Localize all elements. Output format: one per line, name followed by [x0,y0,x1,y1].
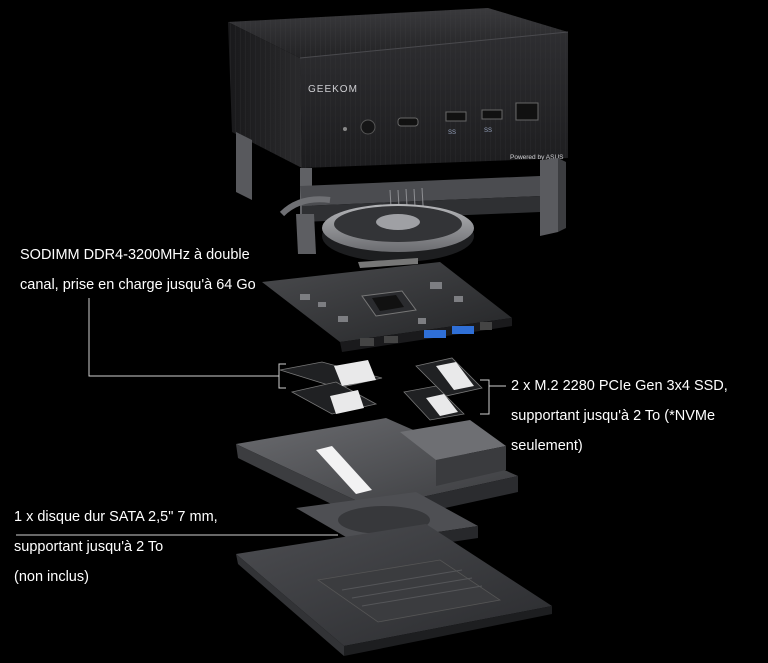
sata-spec-label: 1 x disque dur SATA 2,5" 7 mm, supportan… [14,502,218,592]
ram-spec-label: SODIMM DDR4-3200MHz à double canal, pris… [20,240,256,300]
ssd-modules [403,357,483,421]
usb-c-port [397,117,419,127]
usb-port-label-1: SS [448,130,456,136]
ram-spec-line-1: SODIMM DDR4-3200MHz à double [20,247,250,263]
rear-usb-blue-2 [452,326,474,334]
sata-spec-line-1: 1 x disque dur SATA 2,5" 7 mm, [14,509,218,525]
base-plate [236,524,552,656]
ram-callout-line [88,298,279,377]
sd-card-slot [515,102,539,121]
usb-a-port-2 [481,109,503,120]
motherboard [262,262,512,352]
usb-port-label-2: SS [484,128,492,134]
callout-lines [16,298,506,536]
ssd-spec-line-1: 2 x M.2 2280 PCIe Gen 3x4 SSD, [511,378,728,394]
top-chassis: SS SS GEEKOM Powered by ASUS [228,8,569,252]
ram-spec-line-2: canal, prise en charge jusqu'à 64 Go [20,277,256,293]
sata-spec-line-2: supportant jusqu'à 2 To [14,539,164,555]
brand-logo: GEEKOM [308,84,358,95]
ram-callout-bracket [278,363,286,389]
ssd-callout-bracket [480,379,490,415]
ssd-spec-line-3: seulement) [511,438,583,454]
power-led [343,127,347,131]
ram-modules [279,360,383,415]
ssd-spec-line-2: supportant jusqu'à 2 To (*NVMe [511,408,716,424]
rear-usb-blue-1 [424,330,446,338]
powered-by-label: Powered by ASUS [510,154,564,161]
ssd-spec-label: 2 x M.2 2280 PCIe Gen 3x4 SSD, supportan… [511,371,728,461]
heatsink-fan-assembly [279,176,540,268]
usb-a-port-1 [445,111,467,122]
audio-jack [360,119,376,135]
sata-spec-line-3: (non inclus) [14,569,89,585]
